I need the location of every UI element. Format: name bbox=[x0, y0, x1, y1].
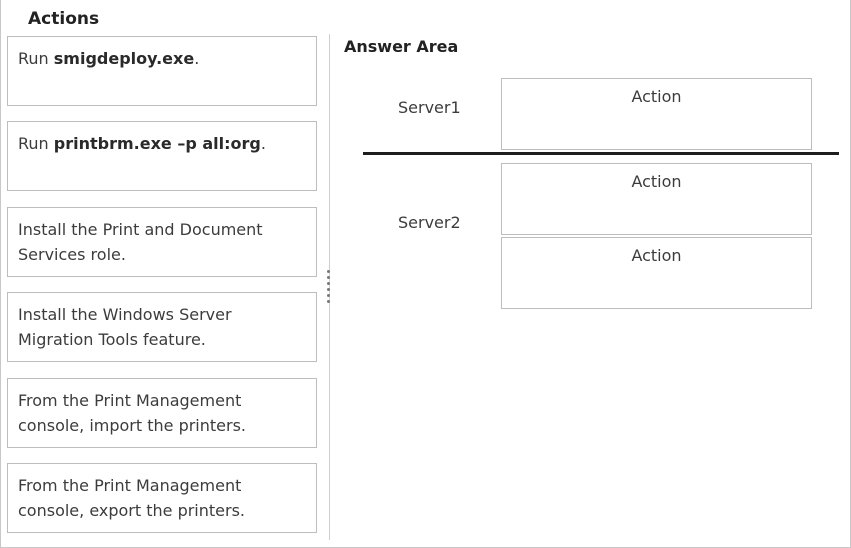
action-export-printers[interactable]: From the Print Management console, expor… bbox=[7, 463, 317, 533]
actions-heading: Actions bbox=[28, 9, 100, 29]
action-text-line2: Migration Tools feature. bbox=[18, 330, 206, 349]
action-text-line1: Install the Windows Server bbox=[18, 305, 232, 324]
action-text-suffix: . bbox=[260, 134, 266, 153]
action-import-printers[interactable]: From the Print Management console, impor… bbox=[7, 378, 317, 448]
answer-area-heading: Answer Area bbox=[344, 37, 459, 56]
action-text-line2: console, import the printers. bbox=[18, 416, 247, 435]
action-text-command: smigdeploy.exe bbox=[53, 49, 195, 68]
server1-action-slot[interactable]: Action bbox=[501, 78, 812, 150]
server2-action-slot-1[interactable]: Action bbox=[501, 163, 812, 235]
action-text-prefix: Run bbox=[18, 49, 54, 68]
action-text-line1: From the Print Management bbox=[18, 391, 242, 410]
resize-grip-icon[interactable] bbox=[321, 266, 337, 310]
server2-label: Server2 bbox=[398, 213, 461, 232]
action-text-line2: console, export the printers. bbox=[18, 501, 246, 520]
action-text-line2: Services role. bbox=[18, 245, 126, 264]
action-run-smigdeploy[interactable]: Run smigdeploy.exe. bbox=[7, 36, 317, 106]
action-run-printbrm[interactable]: Run printbrm.exe –p all:org. bbox=[7, 121, 317, 191]
action-text-prefix: Run bbox=[18, 134, 54, 153]
pane-divider bbox=[329, 34, 330, 540]
action-text-line1: Install the Print and Document bbox=[18, 220, 263, 239]
server2-action-slot-2[interactable]: Action bbox=[501, 237, 812, 309]
action-text-suffix: . bbox=[194, 49, 200, 68]
action-text-command: printbrm.exe –p all:org bbox=[53, 134, 261, 153]
action-install-print-document-services[interactable]: Install the Print and Document Services … bbox=[7, 207, 317, 277]
action-text-line1: From the Print Management bbox=[18, 476, 242, 495]
server1-label: Server1 bbox=[398, 98, 461, 117]
action-install-migration-tools[interactable]: Install the Windows Server Migration Too… bbox=[7, 292, 317, 362]
server-divider bbox=[363, 152, 839, 155]
